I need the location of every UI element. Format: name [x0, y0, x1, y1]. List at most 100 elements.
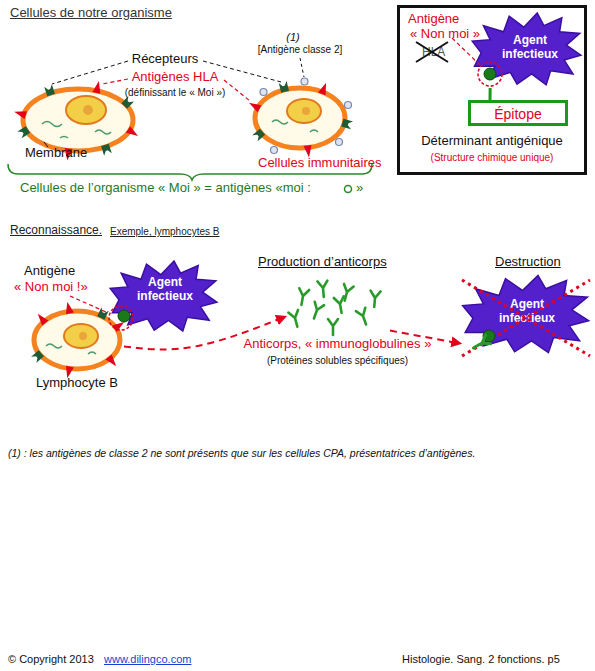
text-label: www.dilingco.com	[104, 653, 191, 666]
nucleolus	[83, 105, 93, 115]
node-text: Agent infectieux	[495, 34, 565, 62]
body-cell	[13, 80, 140, 161]
class2-antigen-symbol	[336, 139, 343, 146]
text-label: Exemple, lymphocytes B	[110, 226, 220, 238]
text-label: Cellules immunitaires	[258, 156, 382, 171]
text-label: Cellules de notre organisme	[10, 6, 172, 21]
text-label: Reconnaissance.	[10, 224, 102, 238]
hla-antigen-symbol	[318, 81, 330, 95]
antibody-symbol	[340, 284, 354, 302]
bound-antibody	[471, 335, 491, 352]
epitope-highlight	[478, 62, 502, 86]
receptor-symbol	[112, 319, 126, 332]
organelle	[310, 130, 318, 132]
cross-out	[416, 42, 448, 62]
text-label: Antigène	[24, 264, 75, 279]
organelle	[46, 344, 96, 354]
antibody-symbol	[297, 288, 310, 305]
hla-antigen-symbol	[92, 80, 102, 93]
node-text: HLA	[422, 46, 445, 60]
text-label: Membrane	[25, 146, 87, 161]
hla-antigen-symbol	[126, 126, 140, 139]
text-label: Cellules de l’organisme « Moi » = antigè…	[20, 181, 311, 196]
epitope-symbol	[483, 330, 495, 342]
cell-membrane	[34, 311, 120, 369]
nucleolus	[302, 107, 310, 115]
self-antigen-symbol	[345, 186, 352, 193]
nucleolus	[79, 332, 87, 340]
text-label: (définissant le « Moi »)	[100, 87, 250, 99]
class2-antigen-symbol	[301, 78, 308, 85]
connector	[390, 331, 460, 344]
antibody-symbol	[288, 310, 302, 328]
antibody-symbol	[317, 281, 328, 298]
text-label: Histologie. Sang. 2 fonctions. p5	[402, 653, 560, 666]
class2-antigen-symbol	[260, 89, 267, 96]
node-text: (Protéines solubles spécifiques)	[225, 355, 450, 367]
lymphocyte-cell: Lymphocyte B	[30, 308, 124, 372]
receptor-symbol	[341, 119, 353, 129]
receptor-symbol	[63, 366, 73, 379]
infectious-agent: Agent infectieux	[108, 258, 218, 334]
node-text: Agent infectieux	[130, 276, 200, 304]
node-text: Agent infectieux	[492, 298, 562, 326]
antibody-symbol	[356, 308, 371, 326]
receptor-symbol	[97, 307, 108, 319]
receptor-symbol	[101, 144, 112, 156]
cell-nucleus	[64, 324, 98, 348]
connector	[124, 317, 285, 350]
receptor-symbol	[17, 126, 30, 138]
antibody-symbol	[309, 302, 324, 320]
definition-box: Antigène« Non moi » HLA Déterminant antigé…	[397, 5, 587, 175]
node-text: « Non moi »	[410, 27, 480, 42]
epitope-symbol	[118, 310, 130, 322]
agent-blob	[463, 275, 589, 352]
node-text: Déterminant antigénique	[400, 134, 584, 149]
destruction-cross	[462, 280, 590, 356]
node-text: (Structure chimique unique)	[400, 152, 584, 164]
organelle	[95, 130, 111, 134]
node-text: Antigène	[408, 12, 459, 27]
text-label: Récepteurs	[115, 52, 215, 67]
epitope-box: Épitope	[468, 100, 568, 126]
organelle	[60, 137, 68, 139]
cell-membrane	[23, 89, 133, 151]
antibody-symbol	[328, 319, 338, 335]
agent-blob	[472, 13, 581, 85]
node-text: Anticorps, « immunoglobulines »	[225, 337, 450, 352]
text-label: [Antigène classe 2]	[250, 44, 350, 56]
leader-line	[452, 38, 480, 65]
antibody-group: Anticorps, « immunoglobulines »(Protéine…	[285, 280, 390, 372]
class2-antigen-symbol	[345, 102, 352, 109]
agent-blob	[110, 261, 217, 331]
leader-line	[224, 80, 250, 101]
class2-antigen-symbol	[271, 147, 278, 154]
text-label: »	[356, 181, 363, 196]
leader-line	[300, 58, 304, 77]
epitope-symbol	[484, 68, 496, 80]
receptor-symbol	[279, 81, 289, 93]
node-text: Lymphocyte B	[20, 376, 134, 391]
receptor-symbol	[106, 355, 120, 369]
receptor-symbol	[31, 350, 44, 363]
cell-membrane	[255, 88, 345, 148]
text-label: Destruction	[495, 255, 561, 270]
immune-cell	[247, 78, 353, 158]
receptor-symbol	[35, 311, 49, 325]
text-label: (1)	[280, 31, 306, 44]
cell-nucleus	[287, 99, 321, 123]
node-text: Épitope	[471, 106, 565, 122]
text-label: « Non moi !»	[14, 280, 88, 295]
leader-line	[70, 296, 106, 312]
antibody-symbol	[369, 291, 380, 308]
organelle	[42, 122, 62, 127]
receptor-symbol	[252, 129, 265, 142]
text-label: (1) : les antigènes de classe 2 ne sont …	[8, 447, 475, 459]
binding-highlight	[109, 306, 133, 330]
destruction-cross	[462, 280, 590, 356]
hla-antigen-symbol	[247, 99, 261, 112]
connector-group	[124, 88, 490, 349]
